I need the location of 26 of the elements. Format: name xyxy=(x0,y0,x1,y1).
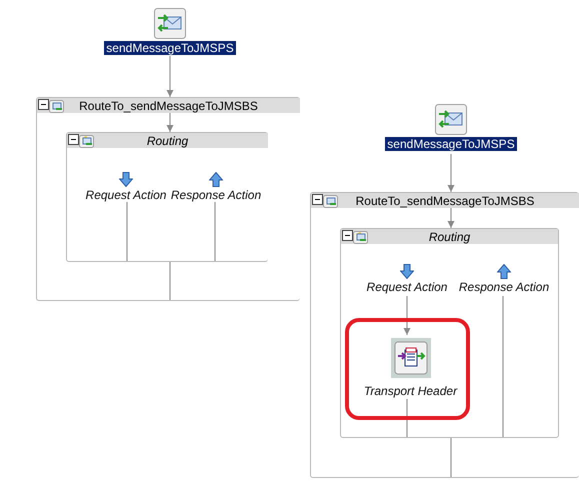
highlight-box xyxy=(345,318,470,420)
connector-line xyxy=(126,202,128,262)
arrow xyxy=(166,56,174,98)
arrow xyxy=(404,296,410,336)
action-label: Response Action xyxy=(170,188,262,202)
selected-node-label: sendMessageToJMSPS xyxy=(385,137,517,151)
container-title: RouteTo_sendMessageToJMSBS xyxy=(356,194,534,208)
routing-container xyxy=(340,228,559,438)
container-title: Routing xyxy=(146,134,188,148)
connector-line xyxy=(406,398,408,438)
action-label: Request Action xyxy=(366,280,448,294)
container-title: RouteTo_sendMessageToJMSBS xyxy=(79,98,258,112)
routing-container xyxy=(66,132,268,262)
action-label: Response Action xyxy=(458,280,550,294)
route-node-container xyxy=(36,97,300,301)
action-label: Request Action xyxy=(86,188,166,202)
connector-line xyxy=(214,202,216,262)
connector-line xyxy=(450,438,452,478)
arrow xyxy=(448,206,454,228)
connector-line xyxy=(502,296,504,438)
container-title: Routing xyxy=(428,230,470,244)
arrow xyxy=(166,110,174,132)
action-label: Transport Header xyxy=(364,384,458,398)
arrow xyxy=(448,154,454,192)
route-node-container xyxy=(310,192,579,478)
selected-node-label: sendMessageToJMSPS xyxy=(104,41,236,55)
